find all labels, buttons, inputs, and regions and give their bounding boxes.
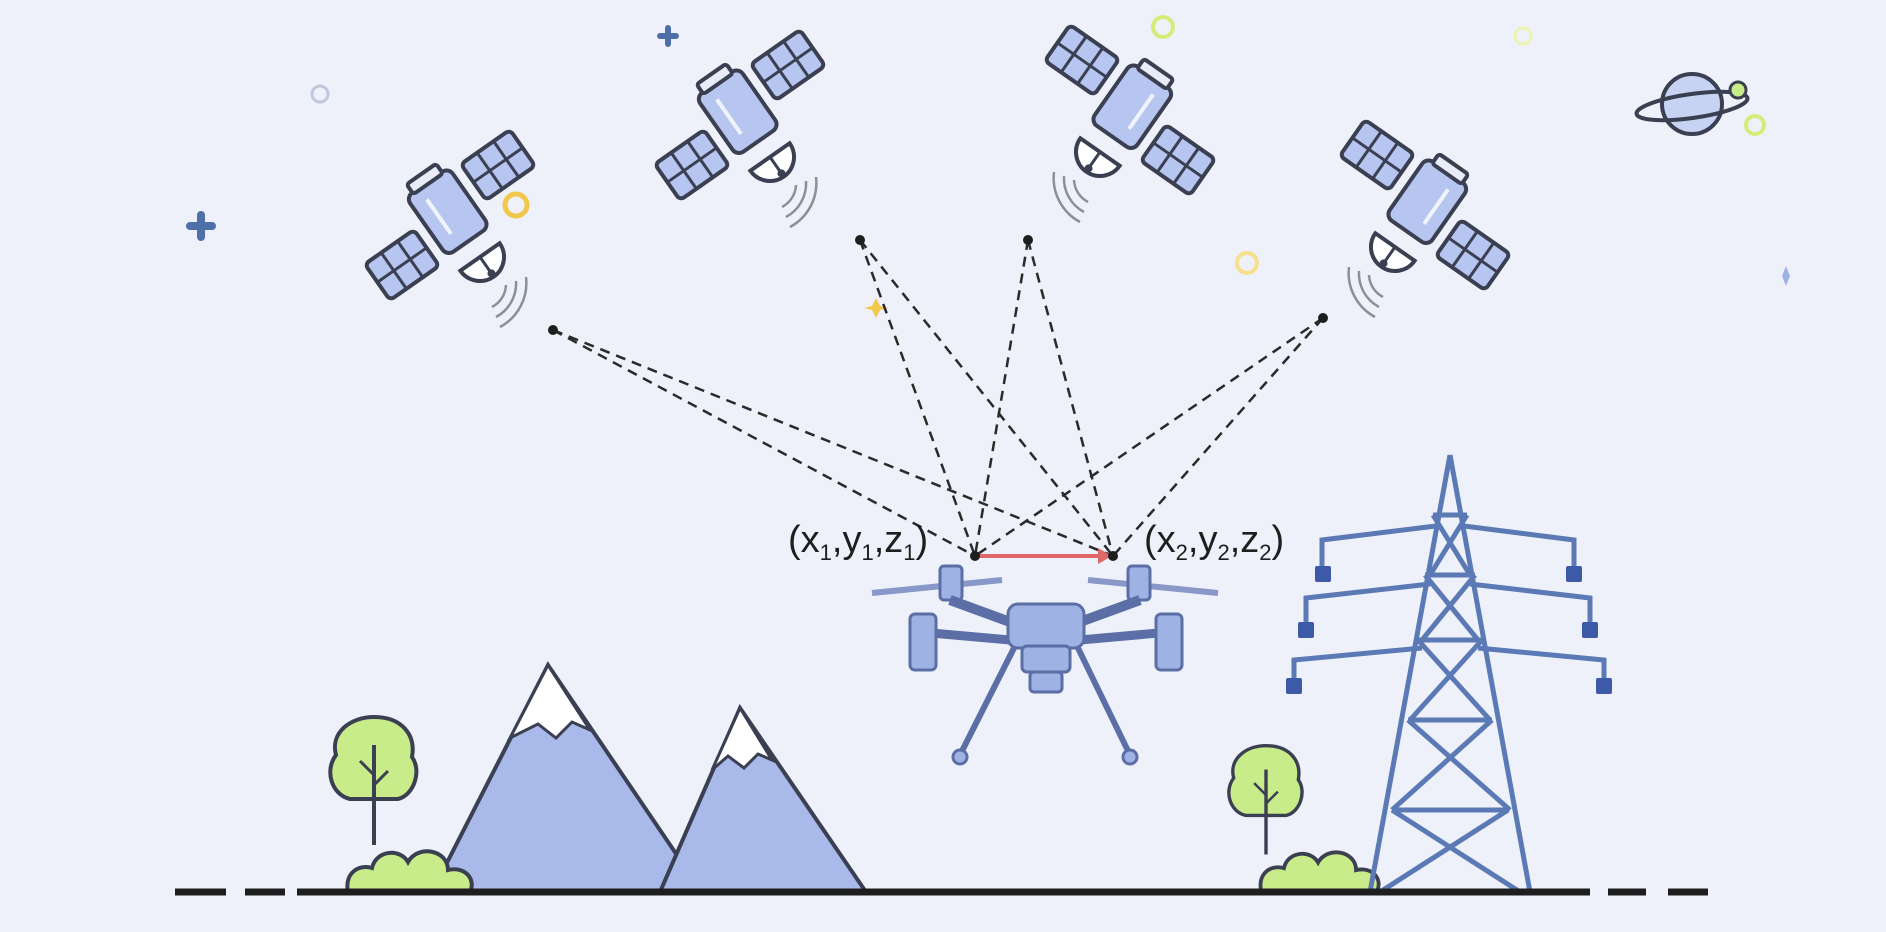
mountain-icon (656, 703, 870, 894)
signal-origin-points (548, 235, 1328, 335)
satellite-icon (1337, 117, 1513, 319)
star-icon (657, 25, 679, 47)
star-icon (864, 298, 888, 318)
coordinate-label-point-2: (x2,y2,z2) (1144, 519, 1285, 565)
ring-decoration (1151, 15, 1175, 39)
mountain-icon (428, 661, 706, 894)
insulators (1286, 566, 1612, 694)
tree-icon (328, 715, 419, 847)
tree-icon (1227, 744, 1304, 857)
displacement-arrow (975, 548, 1112, 564)
point-2-marker (1108, 551, 1118, 561)
ring-decoration (1513, 26, 1533, 46)
bush-icon (1258, 850, 1381, 893)
point-1-marker (970, 551, 980, 561)
ring-decoration (310, 84, 330, 104)
satellite-icon (1042, 22, 1218, 224)
signal-lines (552, 239, 1324, 558)
ring-decoration (1235, 251, 1259, 275)
coordinate-label-point-1: (x1,y1,z1) (788, 519, 929, 565)
satellite-icon (652, 27, 828, 229)
ring-decoration (1744, 114, 1766, 136)
satellite-icon (362, 127, 538, 329)
power-tower-icon (1291, 454, 1607, 895)
ring-decoration (502, 191, 530, 219)
drone-icon (871, 564, 1219, 766)
planet-icon (1634, 72, 1750, 136)
star-icon (186, 211, 216, 241)
star-icon (1782, 266, 1790, 286)
